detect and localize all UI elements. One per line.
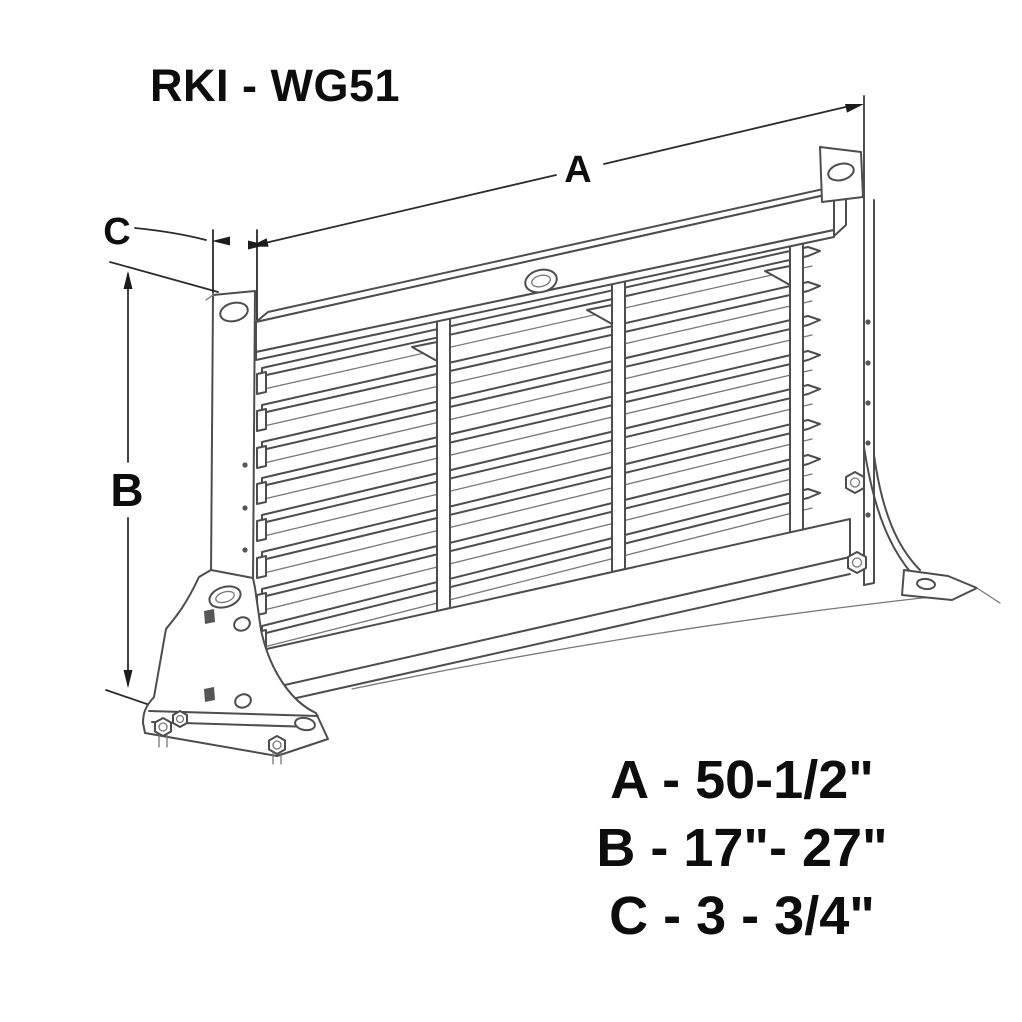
- left-post: [210, 290, 256, 581]
- dimension-legend-line-b: B - 17"- 27": [596, 818, 888, 878]
- slat-end-hook: [256, 518, 267, 542]
- product-title: RKI - WG51: [150, 60, 401, 111]
- bracket-oval-hole: [233, 616, 251, 632]
- right-brace-curve-front: [863, 446, 913, 575]
- louver-back-line: [263, 438, 813, 574]
- bolt-hex: [268, 735, 286, 755]
- left-post-assembly: [142, 290, 329, 765]
- foot-oval-hole: [294, 716, 316, 732]
- post-hole: [242, 505, 248, 511]
- right-bolt-upper: [845, 471, 865, 494]
- dim-line-a-right: [603, 104, 855, 165]
- dimension-legend: A - 50-1/2" B - 17"- 27" C - 3 - 3/4": [452, 746, 1022, 950]
- louver-back-line: [263, 369, 813, 500]
- left-foot-bolt-2: [172, 710, 188, 728]
- vertical-strap: [436, 317, 451, 612]
- dim-label-c: C: [103, 211, 130, 253]
- bracket-square-hole: [204, 687, 215, 702]
- louver-slat: [261, 384, 821, 524]
- left-post-chamfer: [205, 294, 214, 301]
- slat-end-hook: [256, 371, 267, 395]
- post-hole: [865, 512, 871, 518]
- left-foot-bolt-3: [268, 735, 286, 765]
- louver-back-line: [263, 473, 813, 611]
- brand-badge-inner: [531, 274, 551, 288]
- right-post-assembly: [819, 95, 1001, 604]
- dim-label-a: A: [564, 149, 591, 191]
- slat-end-hook: [256, 555, 267, 579]
- post-hole: [242, 547, 248, 553]
- bolt-center: [158, 722, 168, 732]
- bolt-hex: [847, 551, 867, 574]
- bolt-center: [272, 740, 282, 750]
- bracket-badge-inner: [215, 590, 235, 604]
- louver-back-line: [263, 403, 813, 537]
- louver-grille: [256, 241, 821, 653]
- right-tab-oval-hole: [827, 162, 855, 182]
- dim-arrow-c-left: [212, 236, 230, 246]
- right-foot-tip-line: [976, 587, 1001, 604]
- top-rail-bottom-lip: [255, 229, 835, 361]
- dim-label-b: B: [110, 464, 143, 516]
- slat-end-hook: [256, 408, 267, 432]
- brand-badge-oval: [524, 268, 558, 294]
- dim-arrow-a-right: [845, 104, 864, 113]
- bolt-hex: [154, 717, 172, 737]
- dim-arrow-c-right: [248, 240, 266, 250]
- bracket-square-hole: [204, 609, 215, 624]
- post-hole: [865, 319, 871, 325]
- bolt-hex: [845, 471, 865, 494]
- louver-back-line: [263, 265, 813, 390]
- dim-arrow-b-top: [123, 271, 133, 289]
- ground-line: [351, 593, 959, 690]
- bolt-center: [851, 557, 863, 568]
- right-bolt-lower: [847, 551, 867, 574]
- dim-leader-c: [134, 227, 207, 241]
- right-brace-curve-back: [873, 454, 921, 571]
- post-hole: [865, 400, 871, 406]
- post-hole: [865, 440, 871, 446]
- bottom-rail-skirt: [282, 573, 851, 702]
- dimension-legend-line-c: C - 3 - 3/4": [609, 886, 875, 946]
- top-rail: [255, 183, 847, 361]
- louver-slat: [261, 419, 821, 561]
- bolt-shaft: [158, 734, 168, 748]
- post-hole: [865, 360, 871, 366]
- post-hole: [242, 462, 248, 468]
- slat-end-hook: [256, 481, 267, 505]
- right-foot-oval-hole: [916, 577, 936, 591]
- vertical-strap: [789, 241, 804, 534]
- bolt-center: [175, 714, 185, 724]
- dim-line-a-left: [251, 174, 557, 247]
- right-foot-plate: [901, 569, 978, 601]
- bolt-hex: [172, 710, 188, 728]
- dim-arrow-b-bottom: [123, 670, 133, 688]
- louver-back-line: [263, 334, 813, 464]
- left-foot-bolt-1: [154, 717, 172, 748]
- slat-end-hook: [256, 445, 267, 469]
- vertical-strap: [611, 280, 626, 573]
- bolt-center: [849, 477, 861, 488]
- louver-back-line: [263, 300, 813, 427]
- left-bracket-body: [142, 569, 329, 757]
- louver-back-line: [263, 507, 813, 648]
- right-post-back-edge: [863, 199, 875, 586]
- left-post-oval-hole: [219, 301, 249, 323]
- dim-ext-b-top: [109, 261, 219, 293]
- bracket-badge-oval: [208, 585, 242, 609]
- dimension-legend-line-a: A - 50-1/2": [610, 750, 874, 810]
- bracket-oval-hole: [234, 693, 252, 709]
- bolt-shaft: [272, 752, 282, 765]
